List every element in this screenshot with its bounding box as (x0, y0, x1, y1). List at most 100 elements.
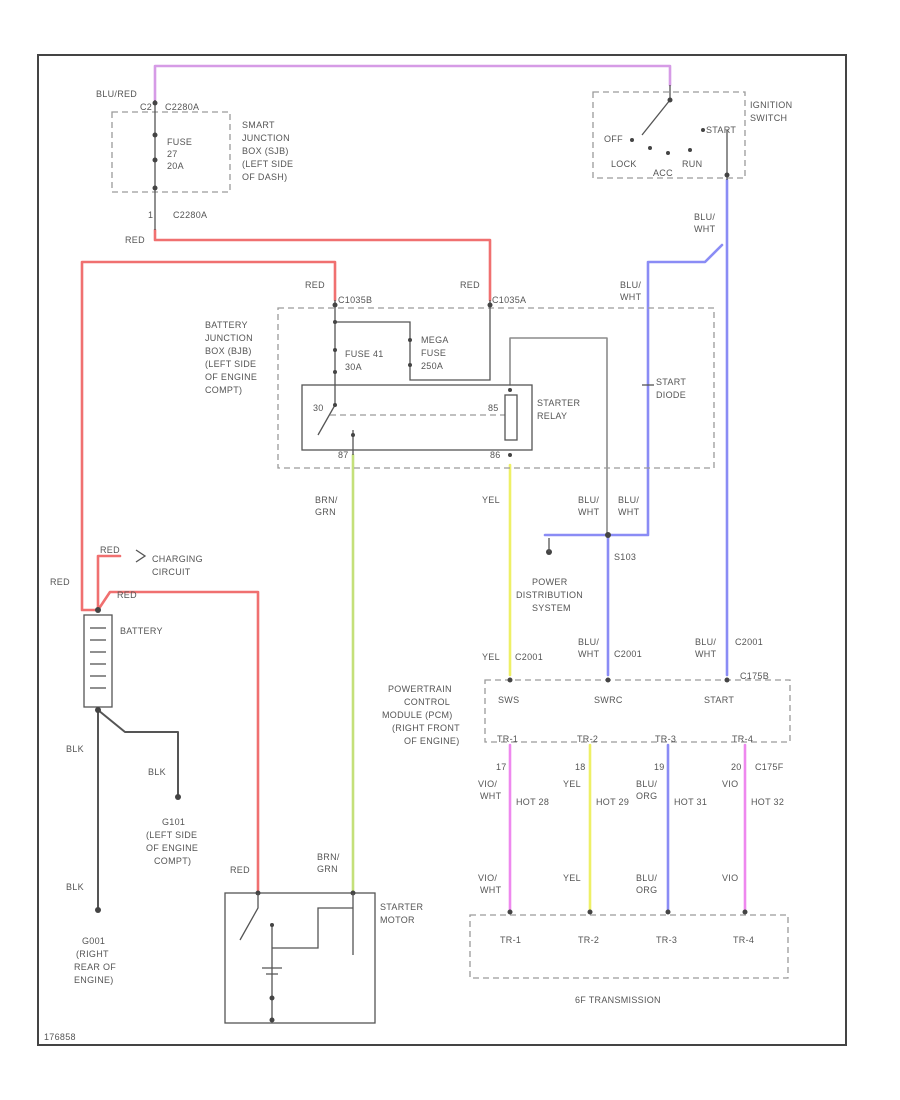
c2280a-label: C2280A (165, 102, 199, 112)
pcm-pin-tr1: TR-1 (497, 734, 518, 744)
ignition-start-contact (701, 128, 705, 132)
ignition-acc-contact (666, 151, 670, 155)
relay-87-terminal (351, 433, 355, 437)
bjb-title-5: OF ENGINE (205, 372, 257, 382)
tr1-bot-color-2: WHT (480, 885, 502, 895)
pcm-title-4: (RIGHT FRONT (392, 723, 460, 733)
powertrain-control-module: YEL C2001 BLU/ WHT C2001 BLU/ WHT C2001 … (382, 637, 791, 895)
tr3-bot-color-1: BLU/ (636, 873, 657, 883)
blu-wht-b-1: BLU/ (618, 495, 639, 505)
pcm-num-17: 17 (496, 762, 507, 772)
g101-label-4: COMPT) (154, 856, 191, 866)
ignition-outline (592, 91, 746, 179)
starter-solenoid-coil (262, 967, 282, 975)
trans-pin-tr3: TR-3 (656, 935, 677, 945)
battery-junction-box: RED C1035B RED C1035A BATTERY JUNCTION B… (205, 280, 715, 469)
tr1-bot-color-1: VIO/ (478, 873, 497, 883)
trans-terminal-tr3 (665, 909, 671, 915)
relay-pin-85: 85 (488, 403, 499, 413)
charging-arrow (135, 549, 147, 563)
pcm-terminal-start (724, 677, 730, 683)
mega-terminal-top (408, 338, 412, 342)
pin1-label: 1 (148, 210, 153, 220)
mega-label-2: FUSE (421, 348, 446, 358)
red-label-charging: RED (100, 545, 120, 555)
tr3-bot-color-2: ORG (636, 885, 657, 895)
diagram-border (37, 54, 847, 1046)
ignition-start-label: START (706, 125, 736, 135)
fuse41-label-2: 30A (345, 362, 362, 372)
g001-label-2: (RIGHT (76, 949, 109, 959)
pcm-blu-wht-a-2: WHT (578, 649, 600, 659)
bjb-internal-bus (334, 300, 491, 385)
relay-coil (504, 394, 518, 441)
ignition-title-1: IGNITION (750, 100, 792, 110)
sjb-title-5: OF DASH) (242, 172, 287, 182)
ignition-lock-contact (648, 146, 652, 150)
battery-negative-terminal (95, 707, 101, 713)
trans-terminal-tr2 (587, 909, 593, 915)
red-wire-battery-feed (80, 260, 337, 612)
wires (80, 64, 747, 912)
relay-85-terminal (508, 388, 512, 392)
fuse27-label-3: 20A (167, 161, 184, 171)
fuse41-terminal-top (333, 348, 337, 352)
smart-junction-box: BLU/RED C2 C2280A FUSE 27 20A SMART JUNC… (96, 89, 293, 245)
bjb-outline (277, 307, 715, 469)
pcm-terminal-sws (507, 677, 513, 683)
tr1-top-color-1: VIO/ (478, 779, 497, 789)
blu-wht-diode-wire (606, 243, 724, 537)
hot-28: HOT 28 (516, 797, 549, 807)
g001-label-4: ENGINE) (74, 975, 114, 985)
tr4-bot-color: VIO (722, 873, 738, 883)
battery-body (83, 614, 113, 708)
relay-title-2: RELAY (537, 411, 567, 421)
starter-motor: RED BRN/ GRN STARTER MOTOR (224, 852, 423, 1024)
bjb-terminal-left (332, 302, 338, 308)
red-label-starter: RED (117, 590, 137, 600)
blu-red-wire (153, 64, 672, 102)
diode-label-2: DIODE (656, 390, 686, 400)
blk-label-a: BLK (66, 744, 84, 754)
pds-label-1: POWER (532, 577, 568, 587)
g001-ground (95, 907, 101, 913)
pds-label-2: DISTRIBUTION (516, 590, 583, 600)
pcm-num-20: 20 (731, 762, 742, 772)
pcm-extra-conn: C175F (755, 762, 784, 772)
battery-ground-g101 (97, 709, 179, 796)
pcm-pin-tr4: TR-4 (732, 734, 753, 744)
yel-label-relay: YEL (482, 495, 500, 505)
pcm-title-3: MODULE (PCM) (382, 710, 453, 720)
pcm-conn3: C2001 (735, 637, 763, 647)
diagram-id: 176858 (44, 1032, 76, 1042)
starter-motor-node (269, 995, 275, 1001)
g101-ground (175, 794, 181, 800)
tr3-top-color-1: BLU/ (636, 779, 657, 789)
s103-label: S103 (614, 552, 636, 562)
starter-title-1: STARTER (380, 902, 423, 912)
red-wire-starter-feed (96, 590, 260, 892)
ign-blu-wht-1: BLU/ (694, 212, 715, 222)
battery-positive-terminal (95, 607, 101, 613)
tr3-top-color-2: ORG (636, 791, 657, 801)
bjb-title-2: JUNCTION (205, 333, 253, 343)
fuse41-terminal-bottom (333, 370, 337, 374)
ignition-run-label: RUN (682, 159, 702, 169)
bjb-blu-wht-2: WHT (620, 292, 642, 302)
red-wire-sjb-bjb (153, 228, 492, 302)
pcm-blu-wht-b-1: BLU/ (695, 637, 716, 647)
red-label-battery: RED (50, 577, 70, 587)
pcm-title-5: OF ENGINE) (404, 736, 460, 746)
starter-title-2: MOTOR (380, 915, 415, 925)
pcm-yel-label: YEL (482, 652, 500, 662)
c2-label: C2 (140, 102, 152, 112)
transmission-outline (469, 914, 789, 979)
hot-29: HOT 29 (596, 797, 629, 807)
bjb-blu-wht-1: BLU/ (620, 280, 641, 290)
sjb-title-2: JUNCTION (242, 133, 290, 143)
pcm-fn-start: START (704, 695, 734, 705)
ignition-acc-label: ACC (653, 168, 673, 178)
starter-internal (239, 893, 354, 1018)
g001-label-3: REAR OF (74, 962, 116, 972)
